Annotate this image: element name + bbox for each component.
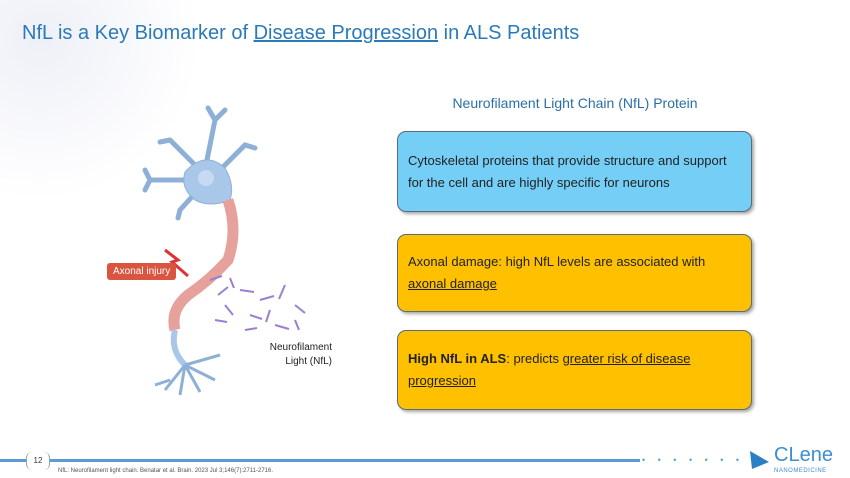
footer-dots: • • • • • • • [642, 455, 745, 465]
footer-divider [0, 459, 640, 462]
slide-title: NfL is a Key Biomarker of Disease Progre… [22, 22, 580, 44]
nucleus [198, 170, 214, 186]
citation: NfL: Neurofilament light chain. Benatar … [58, 468, 274, 474]
neuron-diagram [142, 105, 306, 396]
axonal-injury-label: Axonal injury [107, 263, 177, 280]
info-box-als-progression: High NfL in ALS: predicts greater risk o… [397, 330, 752, 410]
logo-word: CLene [774, 444, 833, 466]
title-link[interactable]: Disease Progression [253, 22, 439, 44]
info-box-axonal-damage: Axonal damage: high NfL levels are assoc… [397, 234, 752, 312]
lightning-icon [164, 248, 189, 278]
info-box-cytoskeletal: Cytoskeletal proteins that provide struc… [397, 131, 752, 212]
page-number: 12 [26, 452, 50, 470]
axon-terminal [170, 329, 188, 368]
myelin-sheath [168, 198, 239, 332]
neurofilament-fragments [209, 275, 306, 331]
logo-triangle-icon [750, 450, 769, 469]
disease-progression-link[interactable]: greater risk of disease progression [408, 351, 691, 388]
axonal-damage-link[interactable]: axonal damage [408, 276, 497, 291]
axon-terminals [154, 353, 221, 396]
section-subtitle: Neurofilament Light Chain (NfL) Protein [452, 95, 698, 111]
logo-subtitle: NANOMEDICINE [774, 468, 827, 474]
